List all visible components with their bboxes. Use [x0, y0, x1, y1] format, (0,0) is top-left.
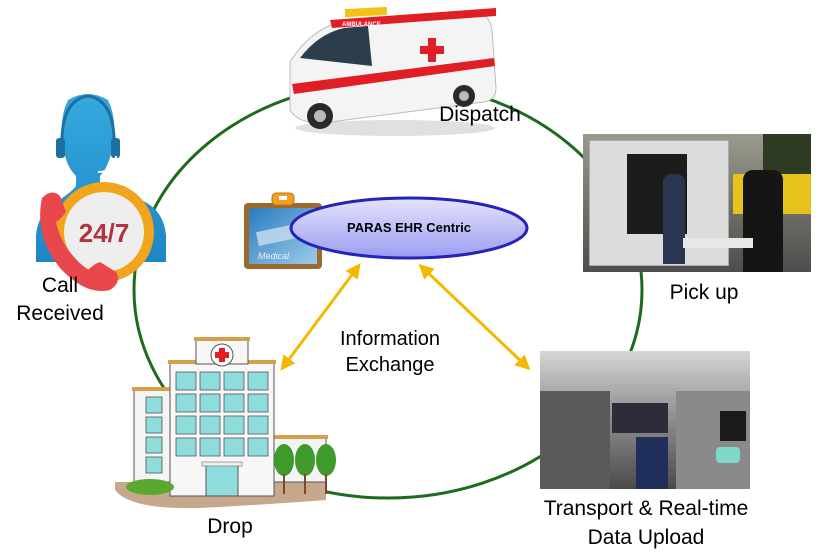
- hospital-window: [247, 415, 269, 435]
- hospital-window: [247, 371, 269, 391]
- hospital-window: [223, 371, 245, 391]
- ambulance-icon: AMBULANCE: [289, 6, 497, 136]
- step-label-call-line2: Received: [16, 302, 104, 325]
- step-label-dispatch: Dispatch: [439, 103, 521, 126]
- center-label-line2: Exchange: [345, 354, 435, 376]
- hospital-windows: [145, 371, 269, 474]
- hospital-window: [199, 415, 221, 435]
- hospital-icon: [115, 337, 336, 509]
- hospital-window: [145, 396, 163, 414]
- hospital-window: [199, 393, 221, 413]
- step-label-transport-line2: Data Upload: [587, 526, 705, 549]
- exchange-arrow-right: [418, 263, 531, 371]
- step-label-call-line1: Call: [41, 274, 79, 297]
- ambulance-text: AMBULANCE: [342, 22, 381, 28]
- exchange-arrow-left: [280, 263, 361, 371]
- step-label-drop: Drop: [207, 515, 253, 538]
- badge-24-7: 24/7: [79, 218, 130, 248]
- hospital-window: [145, 436, 163, 454]
- hospital-window: [175, 393, 197, 413]
- center-label-line1: Information: [339, 328, 441, 350]
- hub-label: PARAS EHR Centric: [346, 220, 471, 235]
- hospital-window: [223, 437, 245, 457]
- patient-pickup-photo: [583, 134, 811, 272]
- record-text: Medical: [258, 251, 290, 261]
- hospital-window: [247, 437, 269, 457]
- hospital-window: [223, 393, 245, 413]
- hospital-window: [199, 437, 221, 457]
- step-label-pickup: Pick up: [669, 281, 739, 304]
- hospital-window: [247, 393, 269, 413]
- ehr-hub[interactable]: [289, 196, 529, 260]
- hospital-window: [175, 437, 197, 457]
- hospital-window: [175, 415, 197, 435]
- hospital-window: [145, 456, 163, 474]
- step-label-transport-line1: Transport & Real-time: [543, 497, 749, 520]
- hospital-window: [199, 371, 221, 391]
- ambulance-interior-photo: [540, 351, 750, 489]
- hospital-window: [145, 416, 163, 434]
- hospital-window: [223, 415, 245, 435]
- call-center-agent-icon: 24/7: [36, 94, 166, 292]
- hospital-window: [175, 371, 197, 391]
